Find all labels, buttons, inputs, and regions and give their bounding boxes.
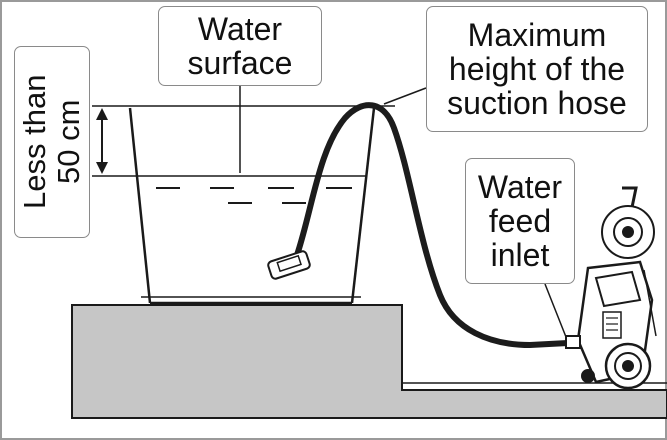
raised-ground <box>71 304 667 419</box>
inlet-leader <box>544 283 567 338</box>
max-height-line-3: suction hose <box>447 85 627 121</box>
feed-inlet-line-3: inlet <box>490 237 550 273</box>
height-limit-label: Less than 50 cm <box>14 46 90 238</box>
pressure-washer-icon <box>565 186 657 390</box>
max-height-leader <box>383 87 427 105</box>
suction-hose <box>293 102 571 349</box>
suction-filter-icon <box>267 250 311 280</box>
height-limit-line-2: 50 cm <box>51 99 86 185</box>
water-surface-line-1: Water <box>197 11 283 47</box>
double-arrow-icon <box>96 108 108 174</box>
water-bucket <box>92 105 395 305</box>
feed-inlet-label: Water feed inlet <box>465 158 575 284</box>
feed-inlet-line-2: feed <box>488 203 552 239</box>
max-height-line-2: height of the <box>448 51 626 87</box>
water-surface-label: Water surface <box>158 6 322 86</box>
water-surface-line-2: surface <box>187 45 293 81</box>
feed-inlet-line-1: Water <box>477 169 563 205</box>
max-height-label: Maximum height of the suction hose <box>426 6 648 132</box>
height-limit-line-1: Less than <box>17 74 52 210</box>
max-height-line-1: Maximum <box>467 17 607 53</box>
